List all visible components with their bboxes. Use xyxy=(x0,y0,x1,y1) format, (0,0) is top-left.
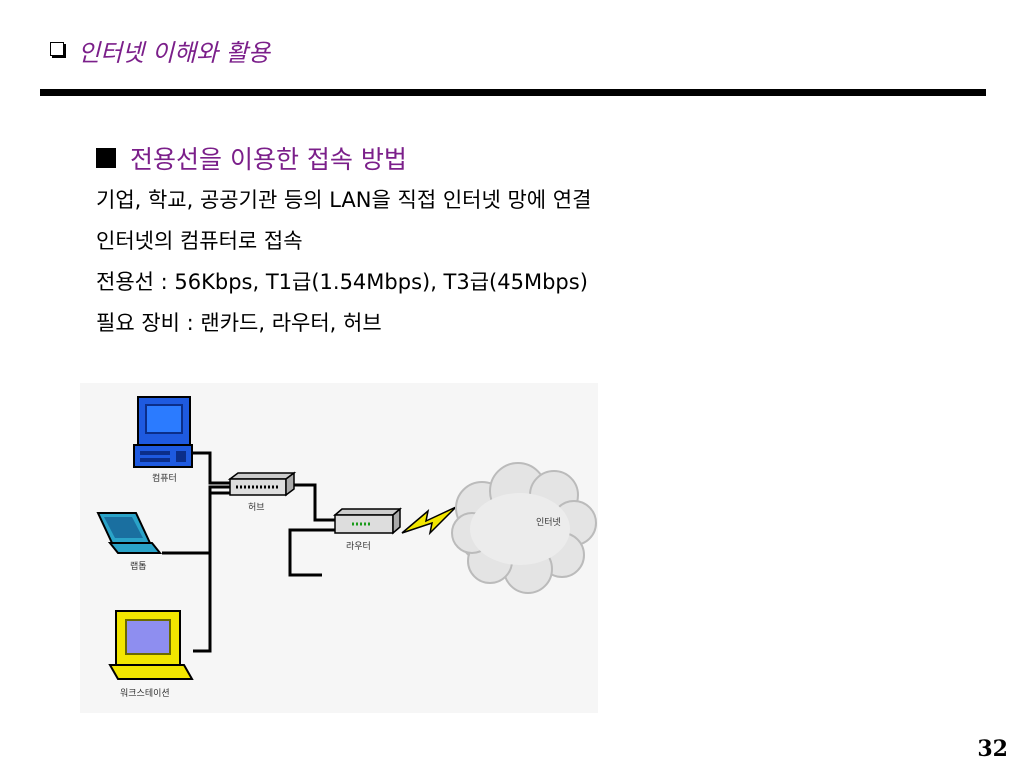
router-label: 라우터 xyxy=(346,541,371,552)
page-number: 32 xyxy=(977,736,1008,762)
slide-content: 전용선을 이용한 접속 방법 기업, 학교, 공공기관 등의 LAN을 직접 인… xyxy=(96,138,591,342)
computer-icon xyxy=(133,396,193,468)
body-line: 기업, 학교, 공공기관 등의 LAN을 직접 인터넷 망에 연결 xyxy=(96,187,592,212)
header-divider xyxy=(40,89,986,96)
laptop-label: 랩톱 xyxy=(130,560,147,572)
hub-icon xyxy=(227,471,297,497)
checkbox-bullet-icon xyxy=(50,42,66,58)
workstation-label: 워크스테이션 xyxy=(120,688,170,699)
network-cables xyxy=(162,451,370,653)
laptop-icon xyxy=(96,512,163,554)
square-bullet-icon xyxy=(96,148,116,168)
computer-label: 컴퓨터 xyxy=(152,472,177,484)
body-line: 필요 장비 : 랜카드, 라우터, 허브 xyxy=(96,310,382,335)
section-heading-text: 전용선을 이용한 접속 방법 xyxy=(130,145,407,174)
slide-header: 인터넷 이해와 활용 xyxy=(50,30,270,70)
workstation-icon xyxy=(108,610,194,680)
hub-label: 허브 xyxy=(248,502,265,513)
body-line: 인터넷의 컴퓨터로 접속 xyxy=(96,228,303,253)
router-icon xyxy=(332,507,403,535)
internet-label: 인터넷 xyxy=(536,517,561,528)
body-line: 전용선 : 56Kbps, T1급(1.54Mbps), T3급(45Mbps) xyxy=(96,269,588,294)
section-heading: 전용선을 이용한 접속 방법 xyxy=(96,138,591,178)
network-diagram: 컴퓨터 허브 라우터 xyxy=(80,383,598,713)
slide-title: 인터넷 이해와 활용 xyxy=(78,38,270,67)
lightning-icon xyxy=(401,506,457,536)
